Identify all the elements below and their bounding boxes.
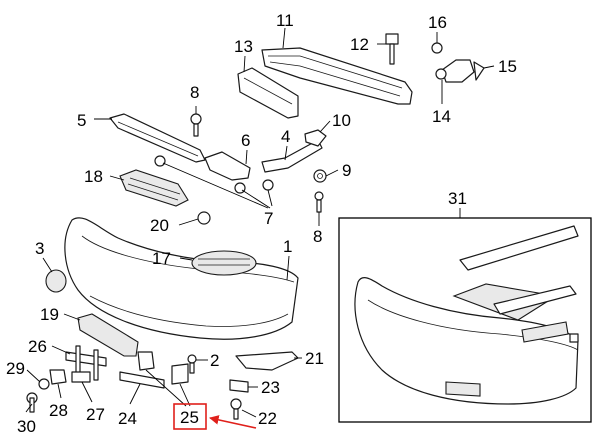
bolt-12 — [385, 33, 399, 65]
pin-20 — [197, 211, 211, 225]
callout-labels: 11 12 13 16 15 14 8 5 6 4 10 9 18 7 8 20… — [6, 11, 517, 436]
mount-bracket — [435, 59, 485, 83]
callout-5: 5 — [77, 111, 86, 130]
bracket-23 — [229, 379, 249, 393]
callout-11: 11 — [276, 11, 294, 30]
fasteners-lower-left — [26, 369, 165, 413]
impact-bar — [261, 47, 413, 105]
nut-16 — [431, 42, 443, 54]
callout-1: 1 — [283, 237, 292, 256]
callout-26: 26 — [28, 337, 47, 356]
callout-12: 12 — [350, 35, 369, 54]
callout-4: 4 — [281, 127, 290, 146]
callout-16: 16 — [428, 13, 447, 32]
energy-absorber — [237, 67, 299, 119]
callout-27: 27 — [86, 405, 105, 424]
callout-31: 31 — [448, 189, 467, 208]
lower-strip-19 — [77, 313, 139, 357]
callout-7: 7 — [264, 209, 273, 228]
callout-8-upper: 8 — [190, 83, 199, 102]
callout-6: 6 — [241, 131, 250, 150]
callout-20: 20 — [150, 216, 169, 235]
callout-23: 23 — [261, 378, 280, 397]
guide-brackets — [204, 139, 323, 181]
side-bracket — [109, 113, 206, 163]
highlight-box-25 — [173, 403, 207, 430]
fog-lamp-3 — [45, 269, 67, 293]
callout-14: 14 — [432, 107, 451, 126]
callout-18: 18 — [84, 167, 103, 186]
screw-8-lower — [314, 191, 324, 213]
callout-28: 28 — [49, 401, 68, 420]
screw-8-upper — [190, 113, 202, 137]
side-grille-18 — [119, 169, 189, 207]
center-grille-17 — [191, 250, 257, 276]
callout-30: 30 — [17, 417, 36, 436]
callout-22: 22 — [258, 409, 277, 428]
callout-3: 3 — [35, 239, 44, 258]
callout-10: 10 — [332, 111, 351, 130]
callout-13: 13 — [234, 37, 253, 56]
callout-15: 15 — [498, 57, 517, 76]
inset-box-31 — [338, 217, 592, 423]
callout-19: 19 — [40, 305, 59, 324]
clip-10 — [304, 129, 327, 147]
inset-bumper — [354, 225, 579, 405]
bumper-cover — [64, 217, 299, 340]
leader-lines — [25, 27, 495, 418]
callout-9: 9 — [342, 161, 351, 180]
highlight-arrow — [209, 415, 257, 429]
part-25-cover — [137, 351, 189, 385]
deflector-21 — [235, 351, 299, 371]
callout-2: 2 — [210, 351, 219, 370]
callout-24: 24 — [118, 409, 137, 428]
callout-29: 29 — [6, 359, 25, 378]
callout-17: 17 — [152, 249, 171, 268]
screw-2 — [187, 354, 197, 374]
callout-21: 21 — [305, 349, 324, 368]
nut-9 — [313, 169, 327, 183]
screw-22 — [230, 398, 242, 420]
callout-25: 25 — [180, 408, 199, 427]
callout-8-lower: 8 — [313, 227, 322, 246]
